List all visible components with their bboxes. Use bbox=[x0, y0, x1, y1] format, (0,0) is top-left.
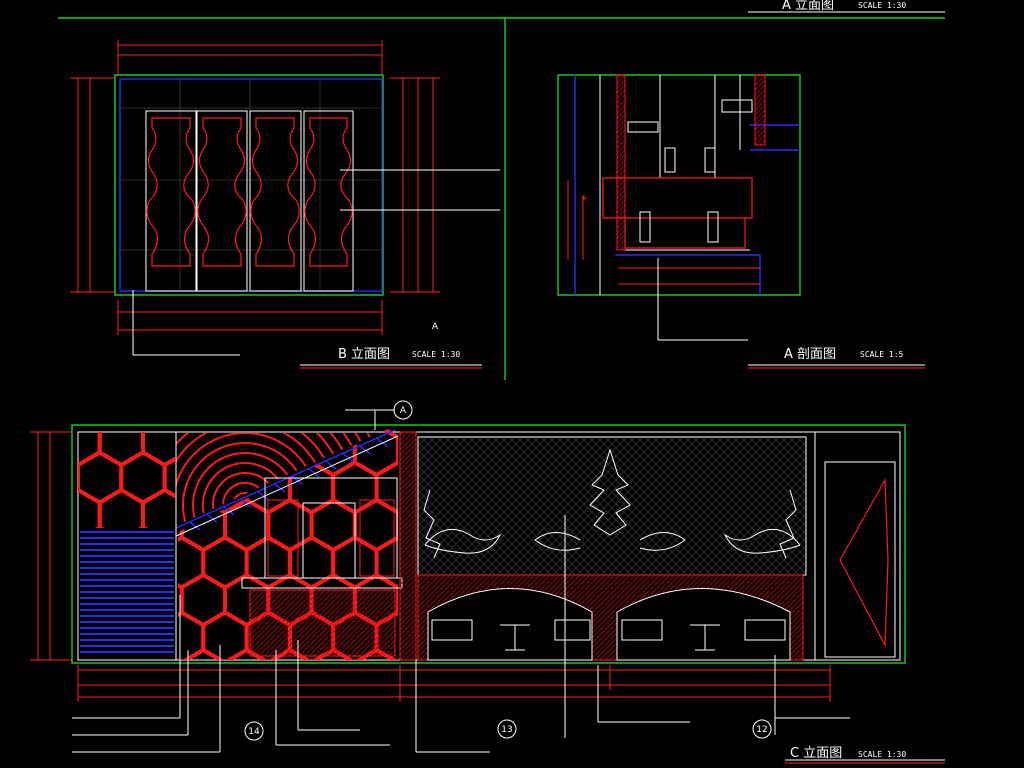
hexagon-tile bbox=[78, 525, 124, 528]
stair-step-mark bbox=[189, 521, 201, 531]
stair-step-mark bbox=[342, 453, 354, 463]
hexagon-tile bbox=[178, 572, 184, 628]
hexagon-tile bbox=[374, 535, 398, 590]
hexagon-tile bbox=[374, 460, 398, 515]
side-door bbox=[814, 431, 901, 661]
detail-marker-14-label: 14 bbox=[248, 727, 260, 737]
svg-text:+: + bbox=[580, 194, 588, 204]
hexagon-tile bbox=[162, 450, 175, 505]
stair-step-mark bbox=[240, 498, 252, 508]
detail-marker-12-label: 12 bbox=[756, 725, 767, 735]
b-elevation-scale: SCALE 1:30 bbox=[412, 350, 460, 359]
stair-step-mark bbox=[223, 506, 235, 516]
arched-booth bbox=[417, 574, 804, 661]
b-door-panels bbox=[145, 110, 354, 292]
hexagon-tile bbox=[141, 487, 175, 528]
stair-step-mark bbox=[376, 437, 388, 447]
column bbox=[399, 431, 417, 661]
b-dimension-lines bbox=[70, 40, 440, 335]
stair-step-mark bbox=[359, 445, 371, 455]
stair-step-mark bbox=[325, 460, 337, 470]
c-leader-lines bbox=[72, 409, 850, 753]
stair-step-mark bbox=[274, 483, 286, 493]
a-section-drawing: + A 剖面图 SCALE 1:5 bbox=[557, 74, 925, 369]
hexagon-tile bbox=[266, 647, 314, 660]
top-title-block: A 立面图 SCALE 1:30 bbox=[58, 0, 945, 19]
staircase bbox=[80, 437, 388, 653]
b-elevation-title: B 立面图 bbox=[338, 347, 390, 362]
c-section-mark-label: A bbox=[400, 406, 407, 416]
hexagon-tile bbox=[223, 647, 271, 660]
top-title-label: A 立面图 bbox=[782, 0, 834, 13]
a-section-title: A 剖面图 bbox=[784, 347, 836, 362]
c-elevation-scale: SCALE 1:30 bbox=[858, 750, 906, 759]
b-leader-lines bbox=[132, 169, 500, 356]
c-dimension-lines bbox=[30, 431, 831, 702]
hexagon-tile bbox=[178, 647, 184, 660]
hexagon-wall-left bbox=[78, 432, 175, 528]
display-cabinet bbox=[241, 477, 403, 657]
b-frame bbox=[114, 74, 384, 296]
stair-step-mark bbox=[206, 513, 218, 523]
detail-marker-14: 14 bbox=[244, 721, 264, 741]
b-section-mark: A bbox=[432, 322, 439, 332]
b-elevation-drawing: A B 立面图 SCALE 1:30 bbox=[70, 40, 500, 369]
hexagon-tile bbox=[119, 525, 167, 528]
stair-step-mark bbox=[308, 468, 320, 478]
stair-step-mark bbox=[257, 491, 269, 501]
c-section-mark: A bbox=[393, 400, 413, 420]
detail-marker-13-label: 13 bbox=[501, 725, 512, 735]
c-frame bbox=[71, 424, 906, 664]
stair-stringer bbox=[175, 429, 396, 529]
a-section-scale: SCALE 1:5 bbox=[860, 350, 904, 359]
detail-marker-12: 12 bbox=[752, 719, 772, 739]
hexagon-tile bbox=[309, 647, 357, 660]
a-frame bbox=[557, 74, 801, 296]
top-title-scale: SCALE 1:30 bbox=[858, 1, 906, 10]
c-elevation-title: C 立面图 bbox=[790, 746, 842, 761]
detail-marker-13: 13 bbox=[497, 719, 517, 739]
hexagon-tile bbox=[352, 647, 398, 660]
c-elevation-drawing: A 14 13 12 C 立面图 SCALE 1:30 bbox=[30, 400, 945, 764]
feature-wall-panel bbox=[417, 436, 807, 576]
